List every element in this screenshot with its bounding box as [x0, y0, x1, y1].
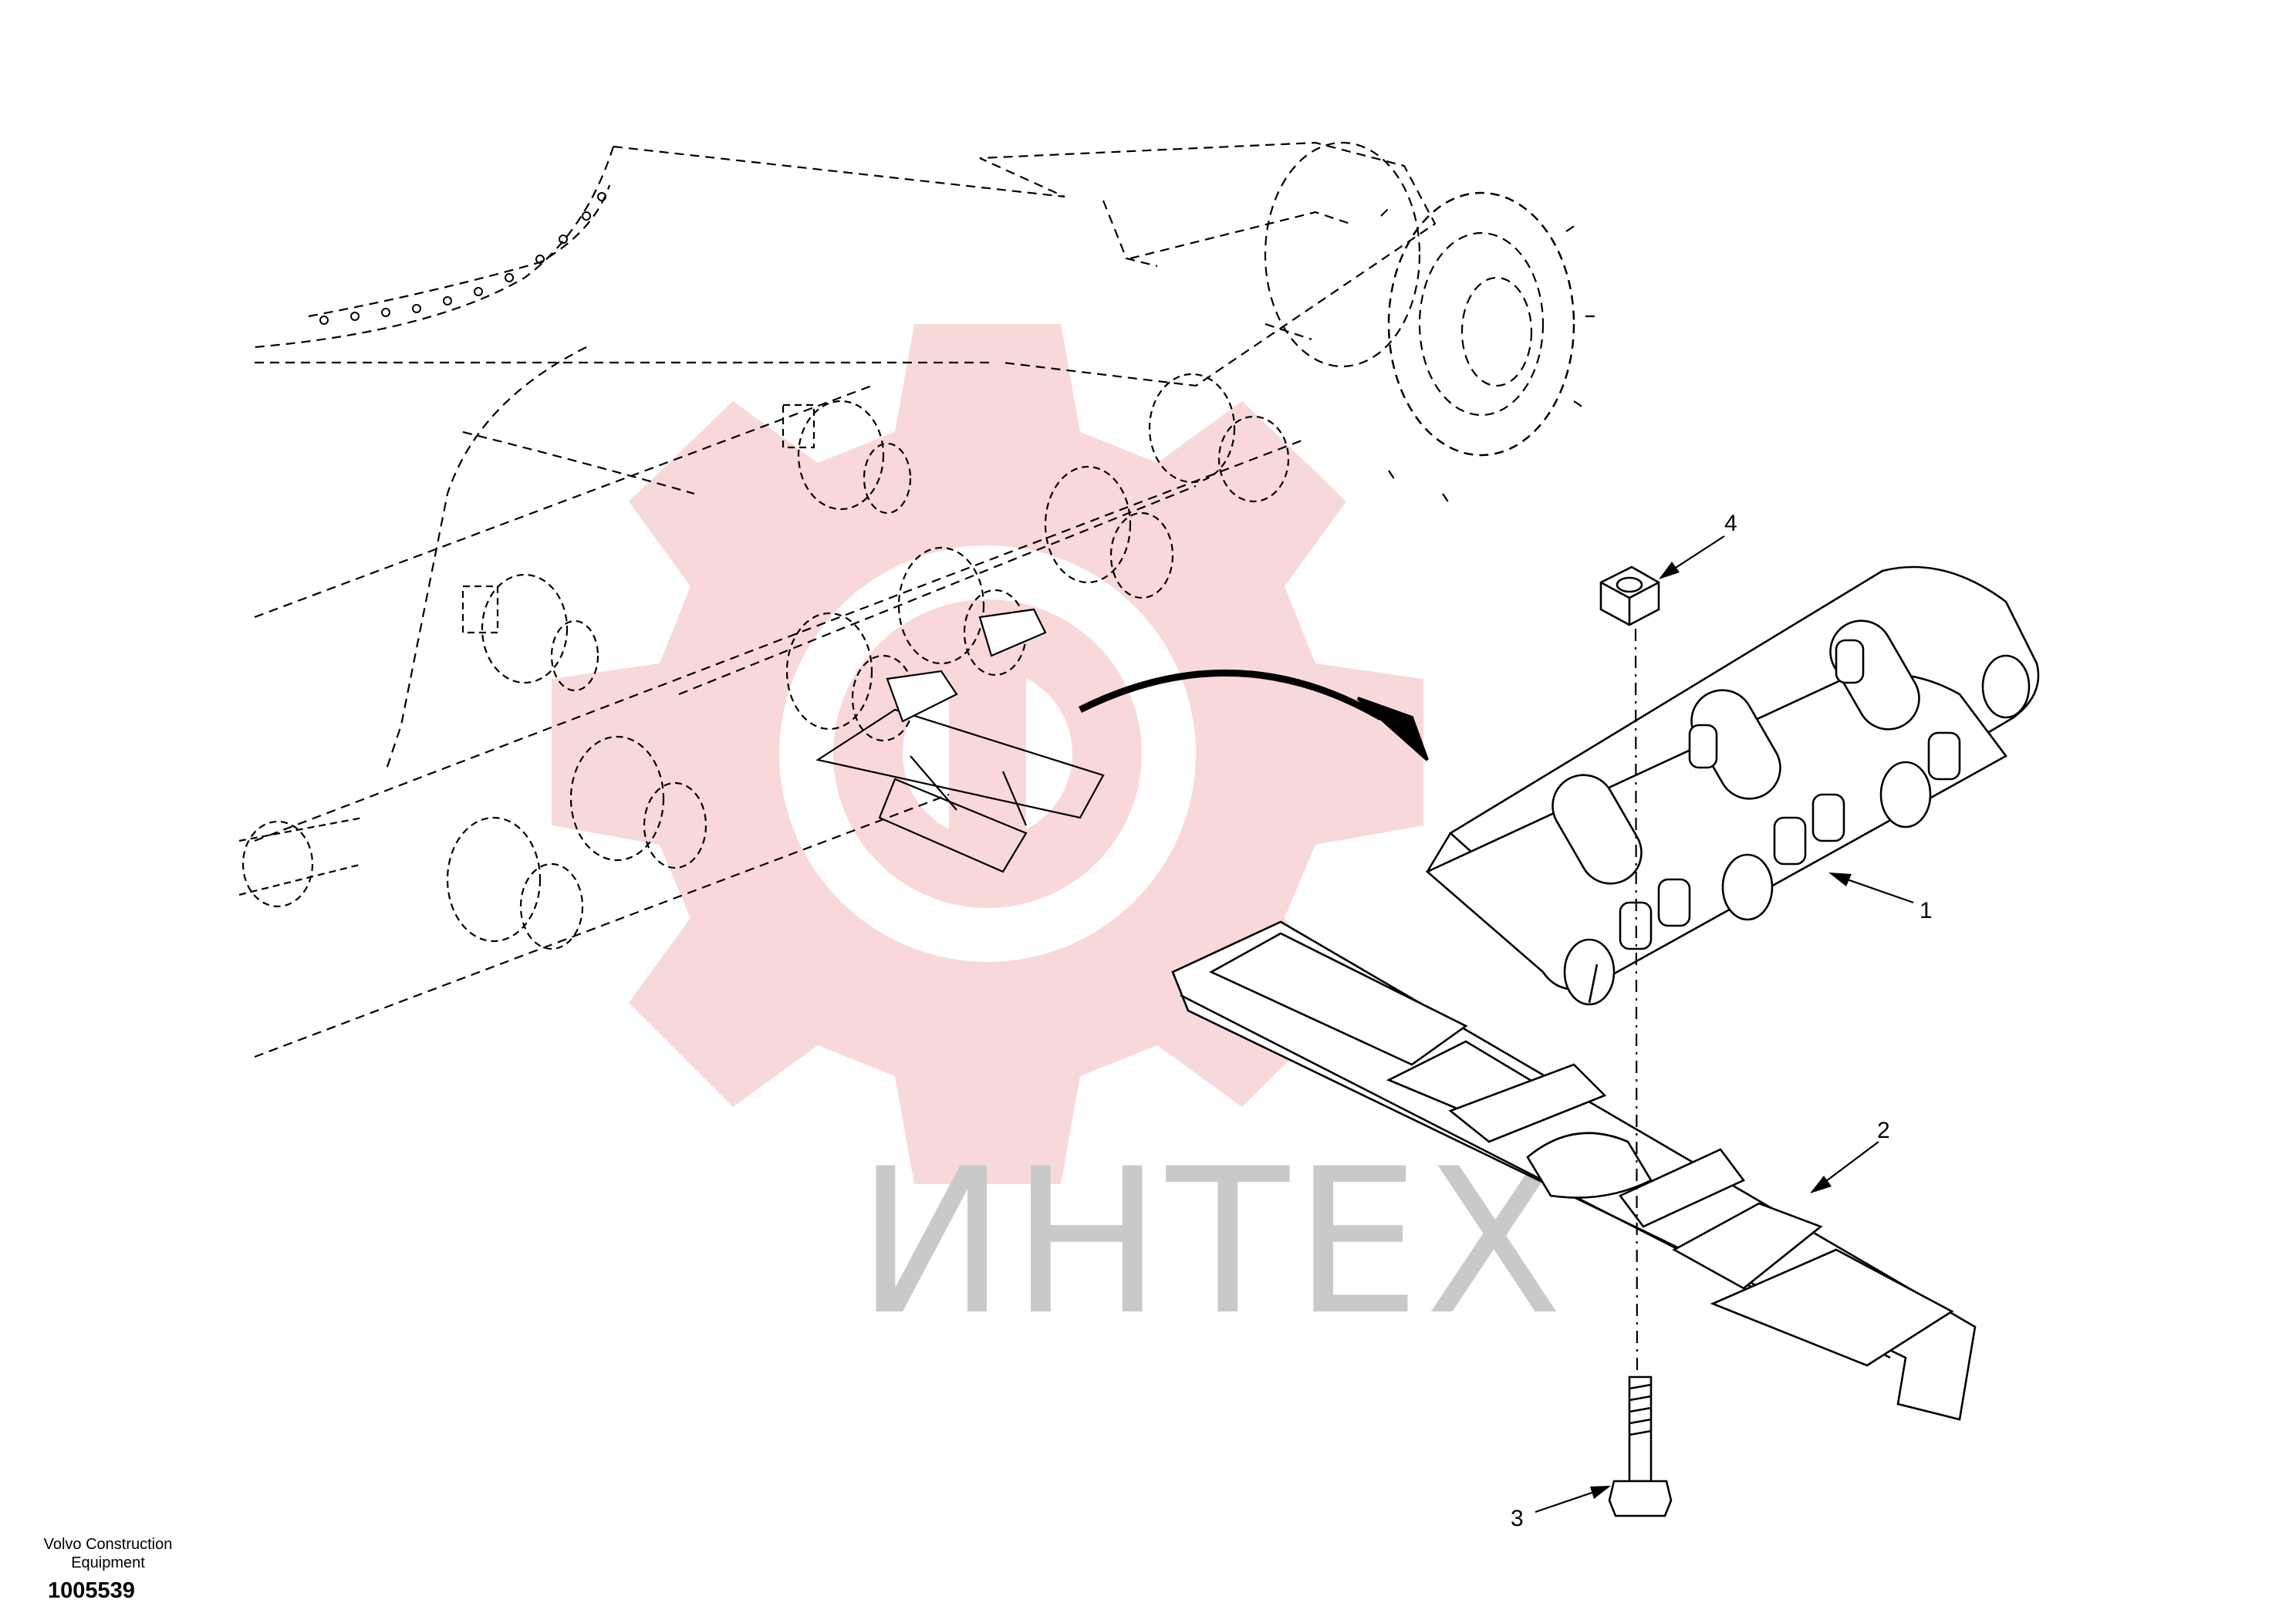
manufacturer-line-1: Volvo Construction [43, 1536, 173, 1553]
callout-part-4: 4 [1659, 511, 1737, 579]
callout-part-1: 1 [1828, 872, 1933, 923]
track-chain-assembly [1425, 565, 2040, 1006]
manufacturer-line-2: Equipment [71, 1554, 145, 1571]
callout-part-3: 3 [1511, 1486, 1611, 1531]
callout-label-2: 2 [1877, 1118, 1890, 1143]
document-number: 1005539 [48, 1578, 135, 1603]
callout-label-1: 1 [1920, 898, 1933, 923]
track-segment-on-machine [815, 608, 1105, 873]
bolt-icon [1608, 1375, 1673, 1517]
callout-label-4: 4 [1724, 511, 1737, 536]
watermark-text: ИНТЕХ [856, 1126, 1567, 1359]
undercarriage-outline [254, 141, 1599, 1058]
callout-label-3: 3 [1511, 1506, 1524, 1531]
diagram-caption: Volvo Construction Equipment 1005539 [15, 1535, 201, 1604]
curved-arrow-icon [1078, 669, 1429, 761]
track-shoe [1171, 920, 1977, 1421]
frame-rivets [319, 192, 606, 325]
callout-part-2: 2 [1810, 1118, 1890, 1193]
nut-icon [1599, 565, 1660, 626]
